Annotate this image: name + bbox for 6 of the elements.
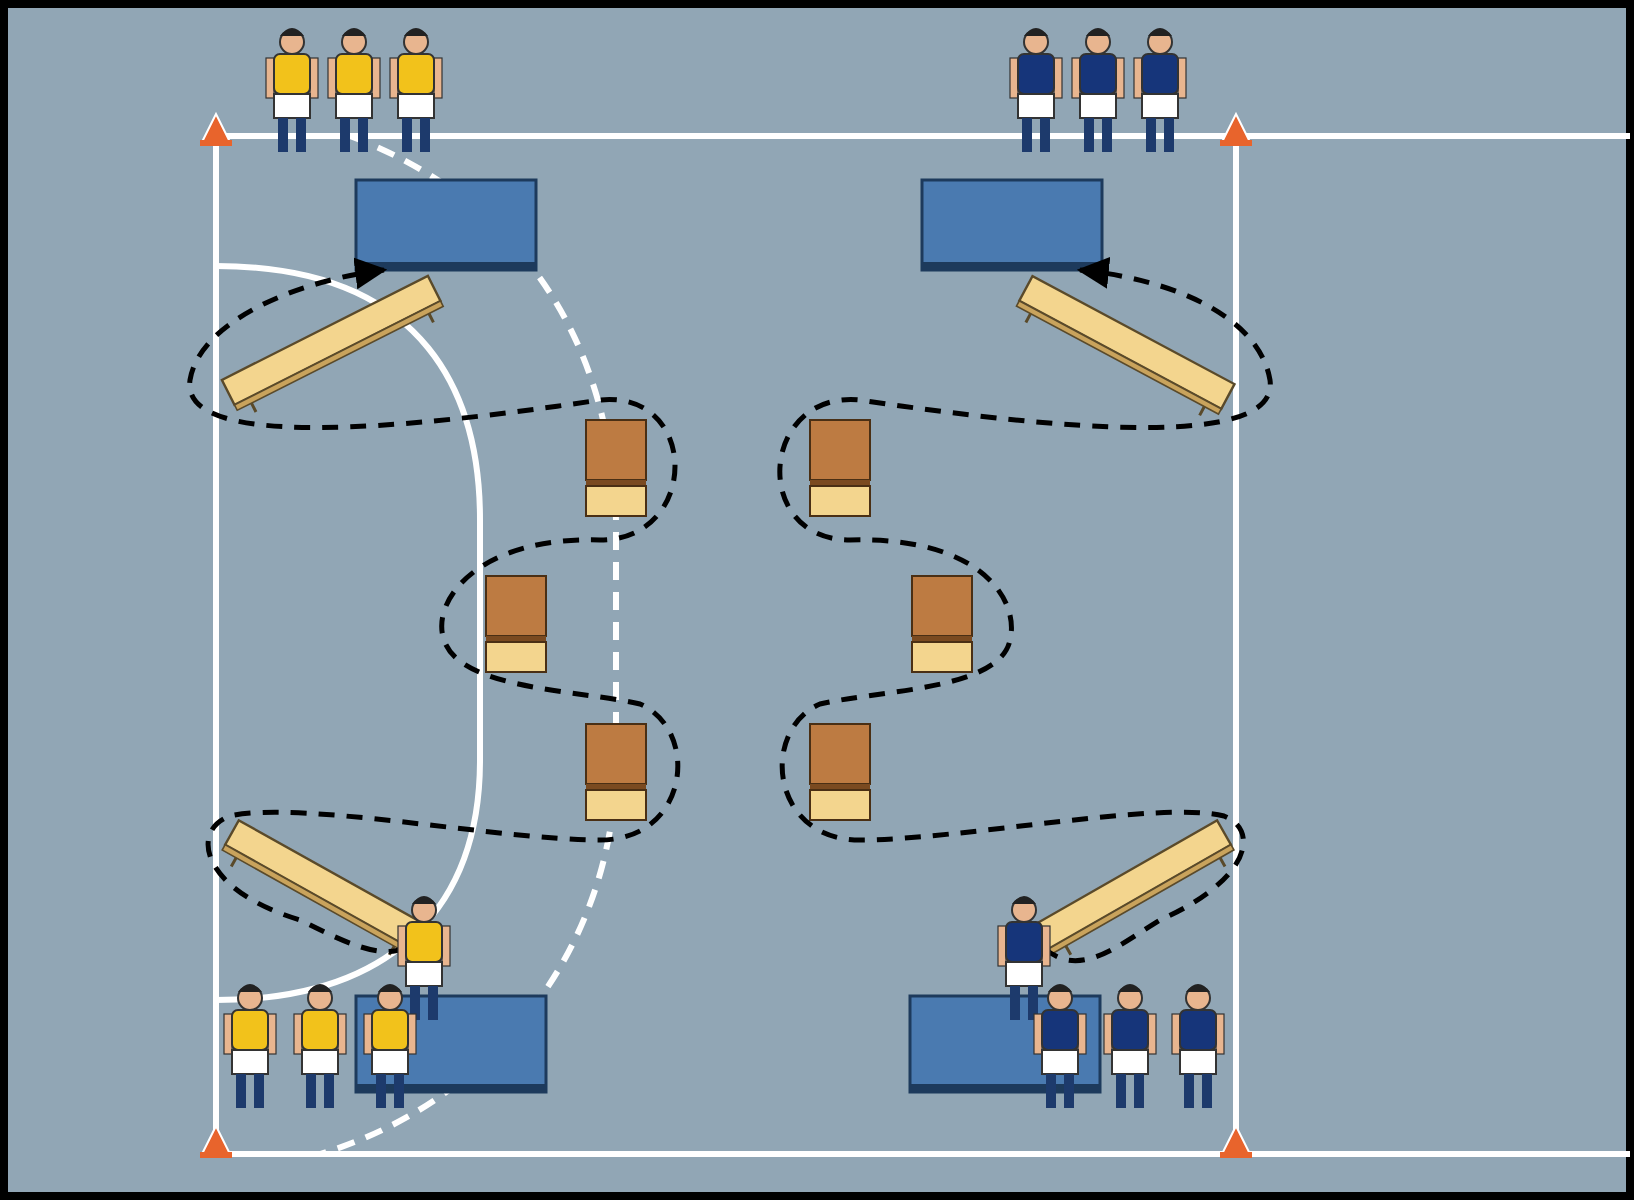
gym-mat [354, 178, 538, 272]
player-figure [397, 896, 451, 1020]
gym-mat [920, 178, 1104, 272]
player-figure [997, 896, 1051, 1020]
running-path [778, 257, 1273, 962]
running-path [187, 258, 680, 954]
